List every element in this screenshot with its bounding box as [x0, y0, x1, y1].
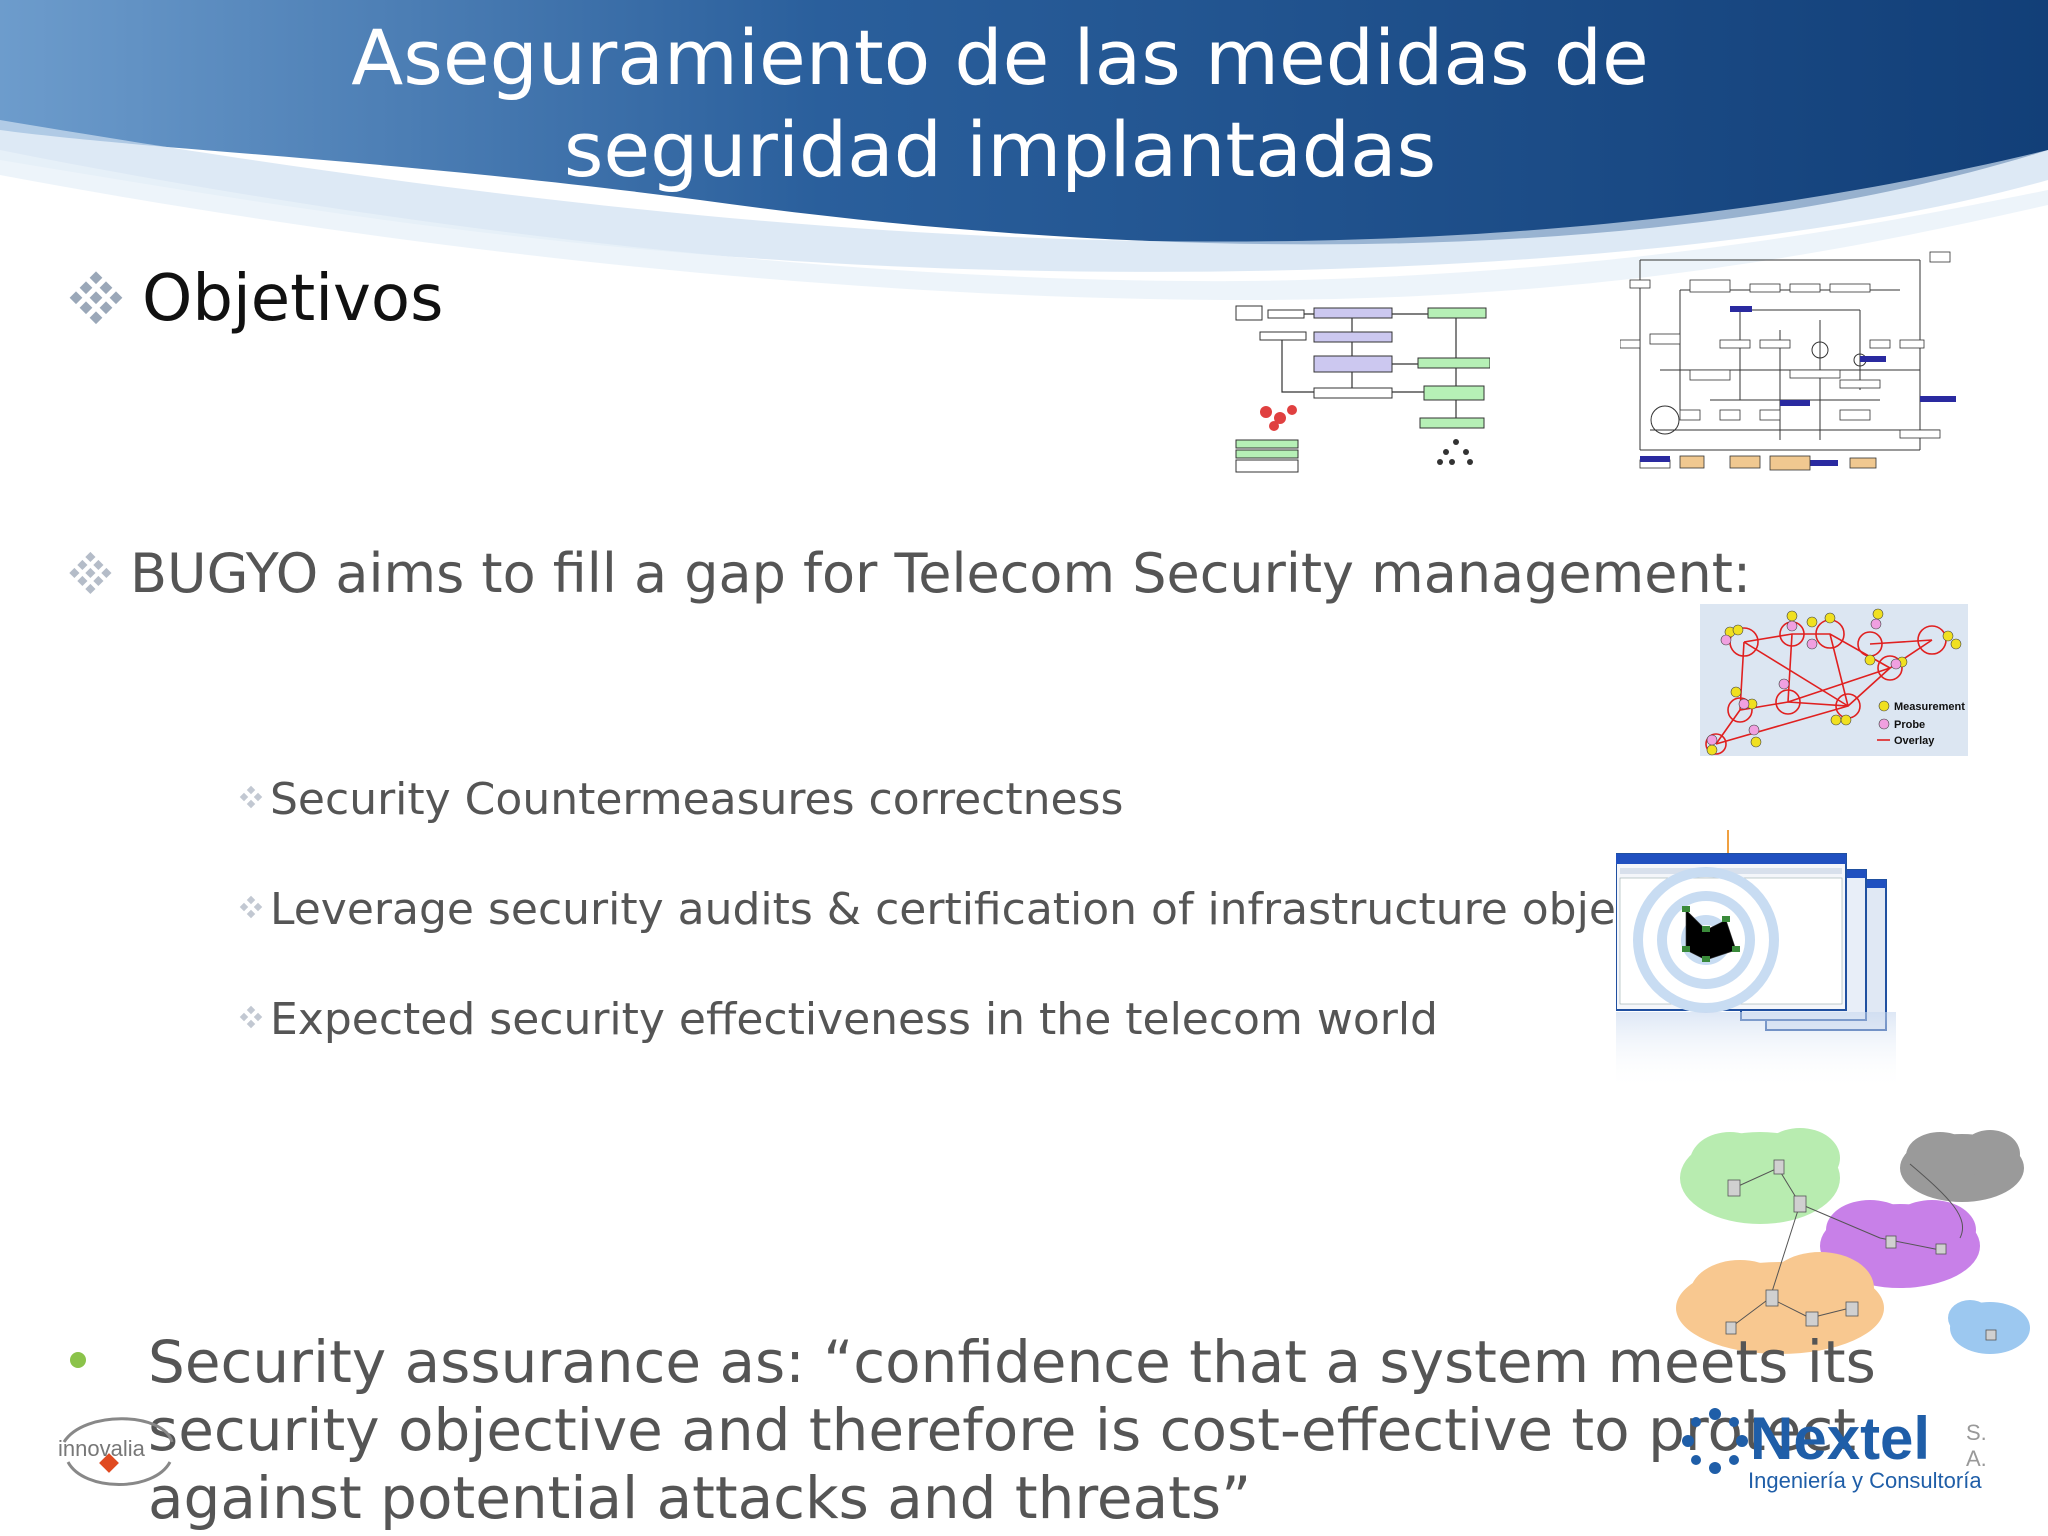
bullet-objetivos: Objetivos	[68, 262, 443, 336]
diamond-bullet-icon	[69, 551, 112, 594]
quote-line-2: security objective and therefore is cost…	[148, 1396, 1857, 1464]
sub-item-label: Security Countermeasures correctness	[270, 774, 1124, 825]
bugyo-label: BUGYO aims to fill a gap for Telecom Sec…	[130, 542, 1752, 605]
software-windows-screenshot	[1616, 830, 1896, 1090]
probe-legend-icon	[1878, 718, 1890, 730]
small-diamond-icon	[239, 1005, 263, 1028]
small-diamond-icon	[239, 785, 263, 808]
nextel-wordmark: Nextel	[1750, 1405, 1931, 1472]
nextel-dots-icon	[1682, 1408, 1748, 1474]
title-line-1: Aseguramiento de las medidas de	[351, 13, 1649, 102]
quote-line-3: against potential attacks and threats”	[148, 1464, 1252, 1532]
legend-measurement: Measurement	[1894, 701, 1965, 713]
title-line-2: seguridad implantadas	[563, 105, 1437, 194]
small-diamond-icon	[239, 895, 263, 918]
innovalia-text: innovalia	[58, 1436, 145, 1461]
sub-item: Expected security effectiveness in the t…	[236, 994, 1438, 1045]
sub-item-label: Leverage security audits & certification…	[270, 884, 1641, 935]
nextel-sa-text: S. A.	[1966, 1420, 1987, 1471]
sub-item: Leverage security audits & certification…	[236, 884, 1640, 935]
sub-item: Security Countermeasures correctness	[236, 774, 1123, 825]
nextel-tagline: Ingeniería y Consultoría	[1748, 1468, 1982, 1493]
measurement-legend-icon	[1878, 700, 1890, 712]
overlay-network-diagram: Measurement Probe Overlay	[1700, 604, 1968, 756]
diamond-bullet-icon	[69, 271, 123, 325]
nextel-logo: Nextel Ingeniería y Consultoría S. A.	[1680, 1404, 2000, 1504]
architecture-diagram	[1620, 251, 1956, 471]
bullet-bugyo: BUGYO aims to fill a gap for Telecom Sec…	[68, 542, 1751, 605]
sub-item-label: Expected security effectiveness in the t…	[270, 994, 1438, 1045]
green-bullet-dot	[70, 1352, 86, 1368]
legend-overlay: Overlay	[1894, 735, 1935, 747]
objetivos-label: Objetivos	[142, 262, 444, 336]
network-clouds-diagram	[1676, 1128, 2030, 1354]
legend-probe: Probe	[1894, 719, 1925, 731]
innovalia-swoosh-icon	[62, 1417, 174, 1486]
quote-line-1: Security assurance as: “confidence that …	[148, 1328, 1876, 1396]
security-assurance-quote: Security assurance as: “confidence that …	[148, 1328, 1968, 1532]
process-flow-diagram	[1235, 305, 1490, 473]
innovalia-logo: innovalia	[54, 1412, 174, 1492]
title-banner	[0, 0, 2048, 300]
slide-title: Aseguramiento de las medidas de segurida…	[0, 12, 2000, 196]
